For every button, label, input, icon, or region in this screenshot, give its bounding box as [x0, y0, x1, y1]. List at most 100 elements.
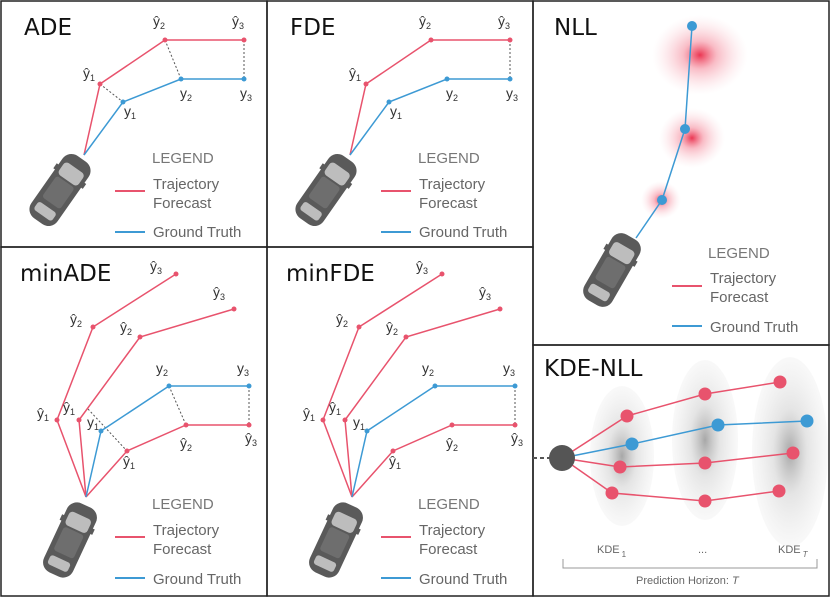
- truth-point: [120, 99, 126, 105]
- panel-minade-frame: [0, 246, 268, 597]
- forecast-point: [54, 417, 60, 423]
- forecast-point: [772, 484, 786, 498]
- point-label: y2: [422, 360, 434, 378]
- legend-truth-label: Ground Truth: [153, 224, 241, 241]
- truth-point: [386, 99, 392, 105]
- point-label: ŷ3: [498, 13, 510, 31]
- kde-density: [672, 360, 738, 520]
- forecast-point: [613, 460, 627, 474]
- point-label: y3: [237, 360, 249, 378]
- panel-nll: NLL LEGEND Trajectory Forecast Ground Tr…: [554, 15, 798, 336]
- forecast-path: [56, 273, 177, 498]
- truth-point: [800, 414, 814, 428]
- panel-title: ADE: [24, 15, 72, 41]
- point-label: y3: [506, 85, 518, 103]
- forecast-point: [390, 448, 396, 454]
- forecast-point: [76, 417, 82, 423]
- car-icon: [303, 497, 369, 583]
- forecast-path: [561, 452, 794, 468]
- truth-path: [85, 385, 249, 498]
- point-label: y1: [353, 414, 365, 432]
- forecast-path: [344, 308, 501, 498]
- point-label: ŷ3: [245, 430, 257, 448]
- legend-truth-label: Ground Truth: [710, 319, 798, 336]
- point-label: y1: [87, 414, 99, 432]
- point-label: y3: [503, 360, 515, 378]
- forecast-path: [78, 308, 235, 498]
- point-label: ŷ2: [419, 13, 431, 31]
- point-label: y1: [390, 103, 402, 121]
- forecast-path: [561, 381, 781, 459]
- legend-forecast-label-2: Forecast: [419, 541, 478, 558]
- forecast-point: [403, 334, 409, 340]
- forecast-point: [356, 324, 362, 330]
- truth-point: [680, 124, 690, 134]
- forecast-point: [439, 271, 445, 277]
- forecast-point: [231, 306, 237, 312]
- forecast-point: [620, 409, 634, 423]
- forecast-point: [183, 422, 189, 428]
- truth-path: [635, 25, 693, 239]
- agent-node: [549, 445, 575, 471]
- truth-point: [625, 437, 639, 451]
- point-label: ŷ1: [63, 399, 75, 417]
- car-icon: [37, 497, 103, 583]
- forecast-point: [363, 81, 369, 87]
- truth-point: [444, 76, 450, 82]
- truth-point: [364, 428, 370, 434]
- forecast-point: [137, 334, 143, 340]
- legend-heading: LEGEND: [152, 150, 214, 167]
- point-label: ŷ3: [213, 284, 225, 302]
- error-dash: [164, 39, 182, 80]
- point-label: ŷ1: [123, 453, 135, 471]
- truth-point: [711, 418, 725, 432]
- point-label: y2: [156, 360, 168, 378]
- point-label: ŷ1: [303, 405, 315, 423]
- truth-point: [98, 428, 104, 434]
- legend-forecast-label: Trajectory: [710, 270, 777, 287]
- panel-title: minADE: [20, 261, 111, 287]
- truth-point: [166, 383, 172, 389]
- forecast-point: [246, 422, 252, 428]
- point-label: ŷ3: [232, 13, 244, 31]
- panel-title: NLL: [554, 15, 597, 41]
- forecast-point: [512, 422, 518, 428]
- legend-truth-label: Ground Truth: [419, 571, 507, 588]
- truth-path: [83, 78, 244, 156]
- legend-heading: LEGEND: [418, 496, 480, 513]
- forecast-point: [605, 486, 619, 500]
- point-label: ŷ1: [37, 405, 49, 423]
- panel-minade: minADE ŷ3 ŷ3 ŷ2 ŷ2 ŷ1 ŷ1 y1 y2 y3 ŷ2 ŷ3 …: [20, 258, 257, 588]
- density-blob: [652, 15, 748, 95]
- forecast-path: [351, 424, 515, 498]
- forecast-point: [698, 456, 712, 470]
- forecast-point: [698, 387, 712, 401]
- forecast-path: [83, 39, 244, 156]
- point-label: ŷ2: [386, 319, 398, 337]
- point-label: ŷ3: [150, 258, 162, 276]
- forecast-path: [322, 273, 443, 498]
- point-label: ŷ1: [329, 399, 341, 417]
- legend-forecast-label-2: Forecast: [419, 195, 478, 212]
- forecast-point: [497, 306, 503, 312]
- point-label: ŷ2: [70, 311, 82, 329]
- point-label: ŷ2: [446, 435, 458, 453]
- forecast-point: [698, 494, 712, 508]
- truth-path: [351, 385, 515, 498]
- panel-ade: ADE ŷ1 ŷ2 ŷ3 y1 y2 y3 LEGEND Trajectory …: [23, 13, 252, 241]
- kde-dots: ...: [698, 544, 707, 556]
- legend-forecast-label: Trajectory: [153, 176, 220, 193]
- forecast-point: [507, 37, 513, 43]
- panel-title: FDE: [290, 15, 335, 41]
- truth-path: [561, 420, 808, 459]
- density-blob: [659, 108, 725, 168]
- truth-point: [657, 195, 667, 205]
- forecast-path: [561, 457, 780, 502]
- forecast-point: [786, 446, 800, 460]
- truth-point: [687, 21, 697, 31]
- point-label: ŷ1: [349, 65, 361, 83]
- forecast-point: [320, 417, 326, 423]
- forecast-path: [85, 424, 249, 498]
